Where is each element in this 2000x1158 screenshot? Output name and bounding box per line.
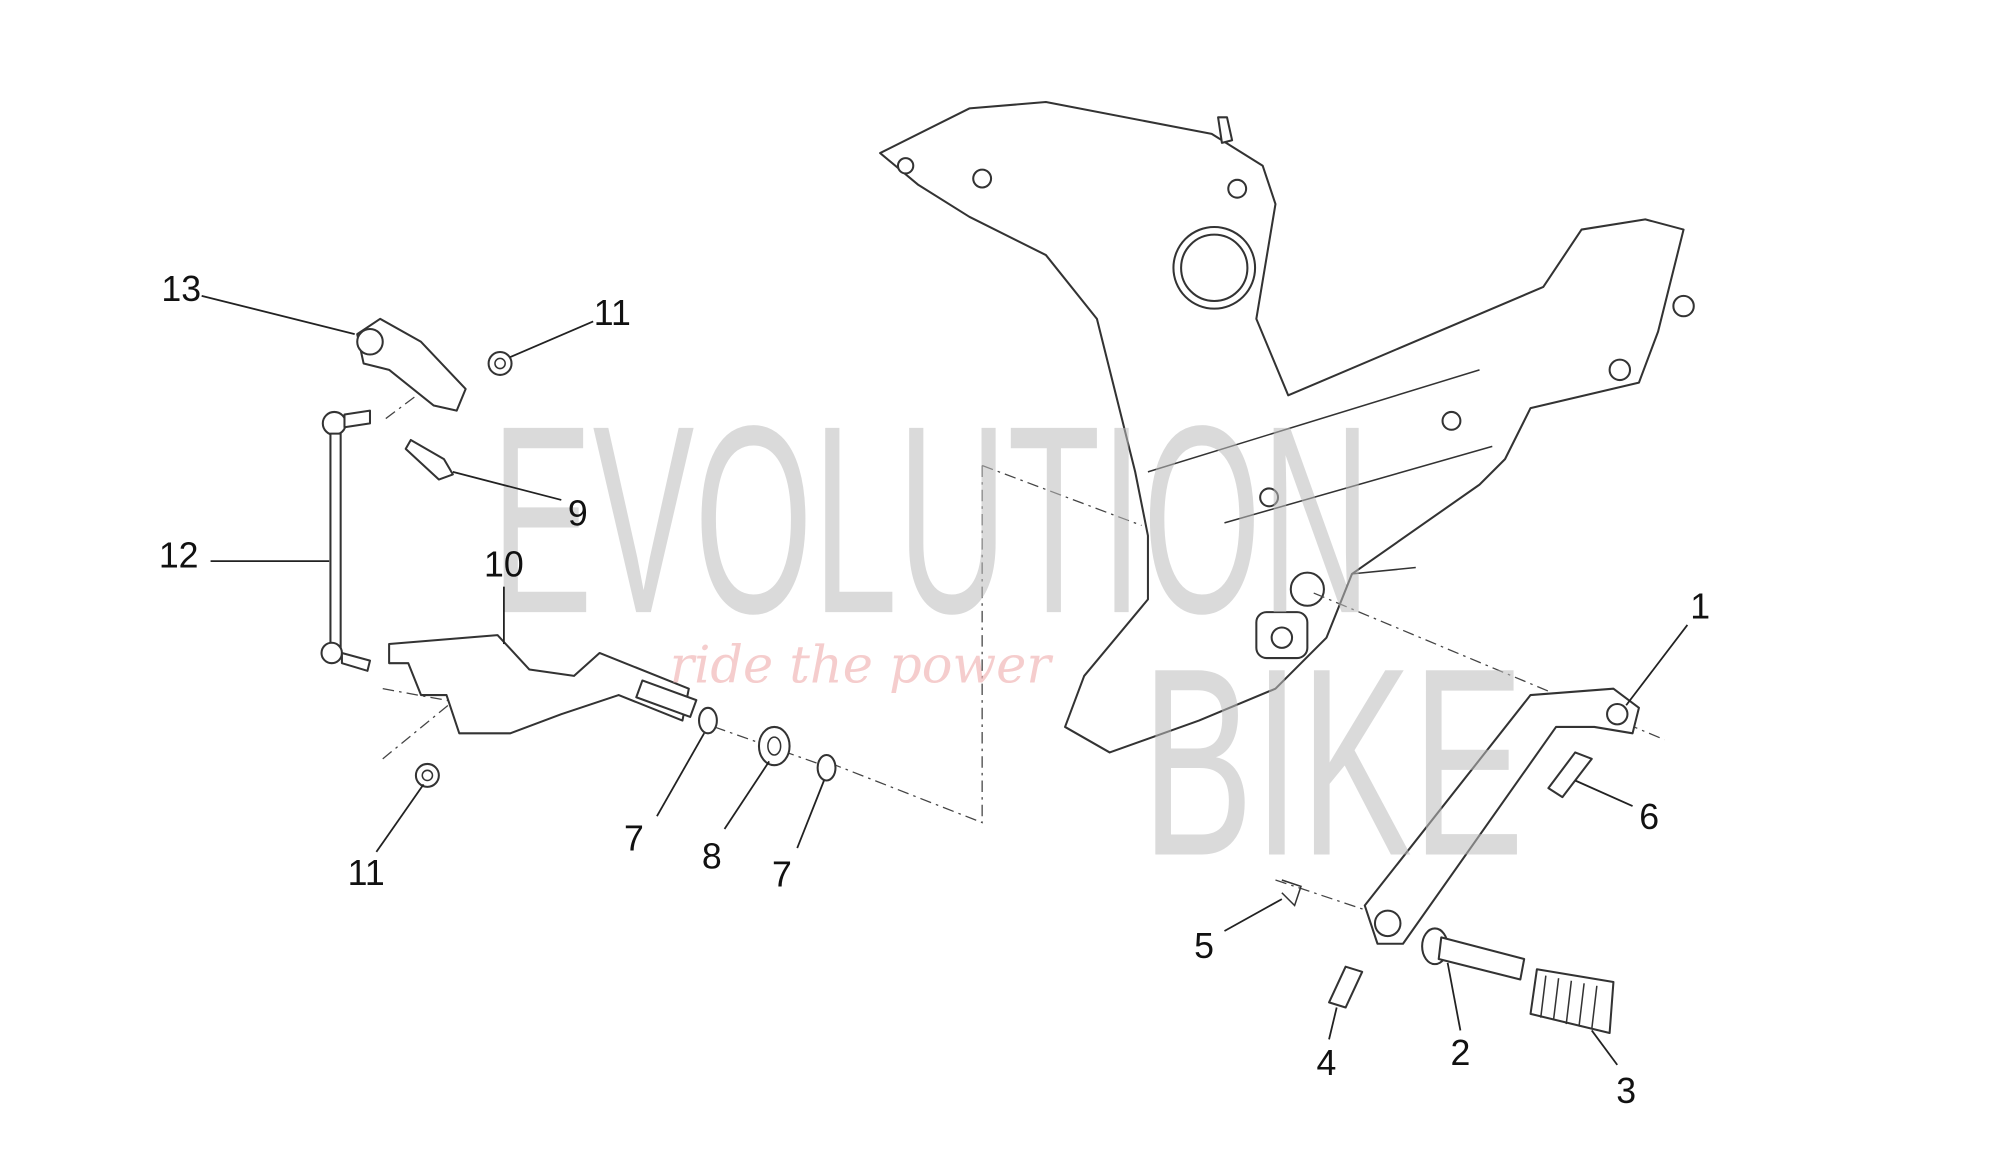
leader-lines [201, 295, 1689, 1066]
callout-1: 1 [1690, 587, 1710, 627]
watermark: EVOLUTION BIKE ride the power [491, 370, 1524, 911]
part-12-rod [320, 409, 372, 672]
callout-5: 5 [1194, 926, 1214, 966]
callout-10: 10 [484, 544, 524, 584]
part-13-lever [356, 317, 467, 412]
callout-12: 12 [159, 536, 199, 576]
part-1-gear-pedal [1363, 687, 1640, 945]
part-9-screw [404, 438, 454, 481]
part-3-rubber [1529, 968, 1615, 1035]
callout-8: 8 [702, 837, 722, 877]
part-7-circlip-b [816, 753, 837, 782]
frame-bracket [879, 101, 1695, 754]
part-2-pin [1421, 927, 1526, 981]
part-10-shaft [388, 634, 698, 735]
callout-7-a: 7 [624, 819, 644, 859]
part-7-circlip-a [698, 706, 718, 735]
callout-11-top: 11 [594, 293, 631, 333]
part-11-nut-top [487, 350, 513, 376]
callout-2: 2 [1450, 1033, 1470, 1073]
watermark-brand-2: BIKE [1142, 612, 1525, 911]
callout-7-b: 7 [772, 854, 792, 894]
part-8-washer [757, 725, 791, 767]
callout-13: 13 [161, 269, 201, 309]
watermark-brand: EVOLUTION [491, 370, 1371, 669]
part-6-bolt [1547, 751, 1593, 799]
callout-4: 4 [1317, 1043, 1337, 1083]
callout-3: 3 [1616, 1071, 1636, 1111]
watermark-tagline: ride the power [670, 636, 1054, 695]
callouts: 13 11 9 12 10 11 7 8 7 1 6 5 4 2 3 [159, 269, 1710, 1111]
callout-9: 9 [568, 493, 588, 533]
callout-11-bottom: 11 [348, 853, 385, 893]
part-4-bolt [1328, 965, 1364, 1009]
part-11-nut-bottom [414, 762, 440, 788]
part-5-clip [1281, 879, 1302, 907]
callout-6: 6 [1639, 797, 1659, 837]
